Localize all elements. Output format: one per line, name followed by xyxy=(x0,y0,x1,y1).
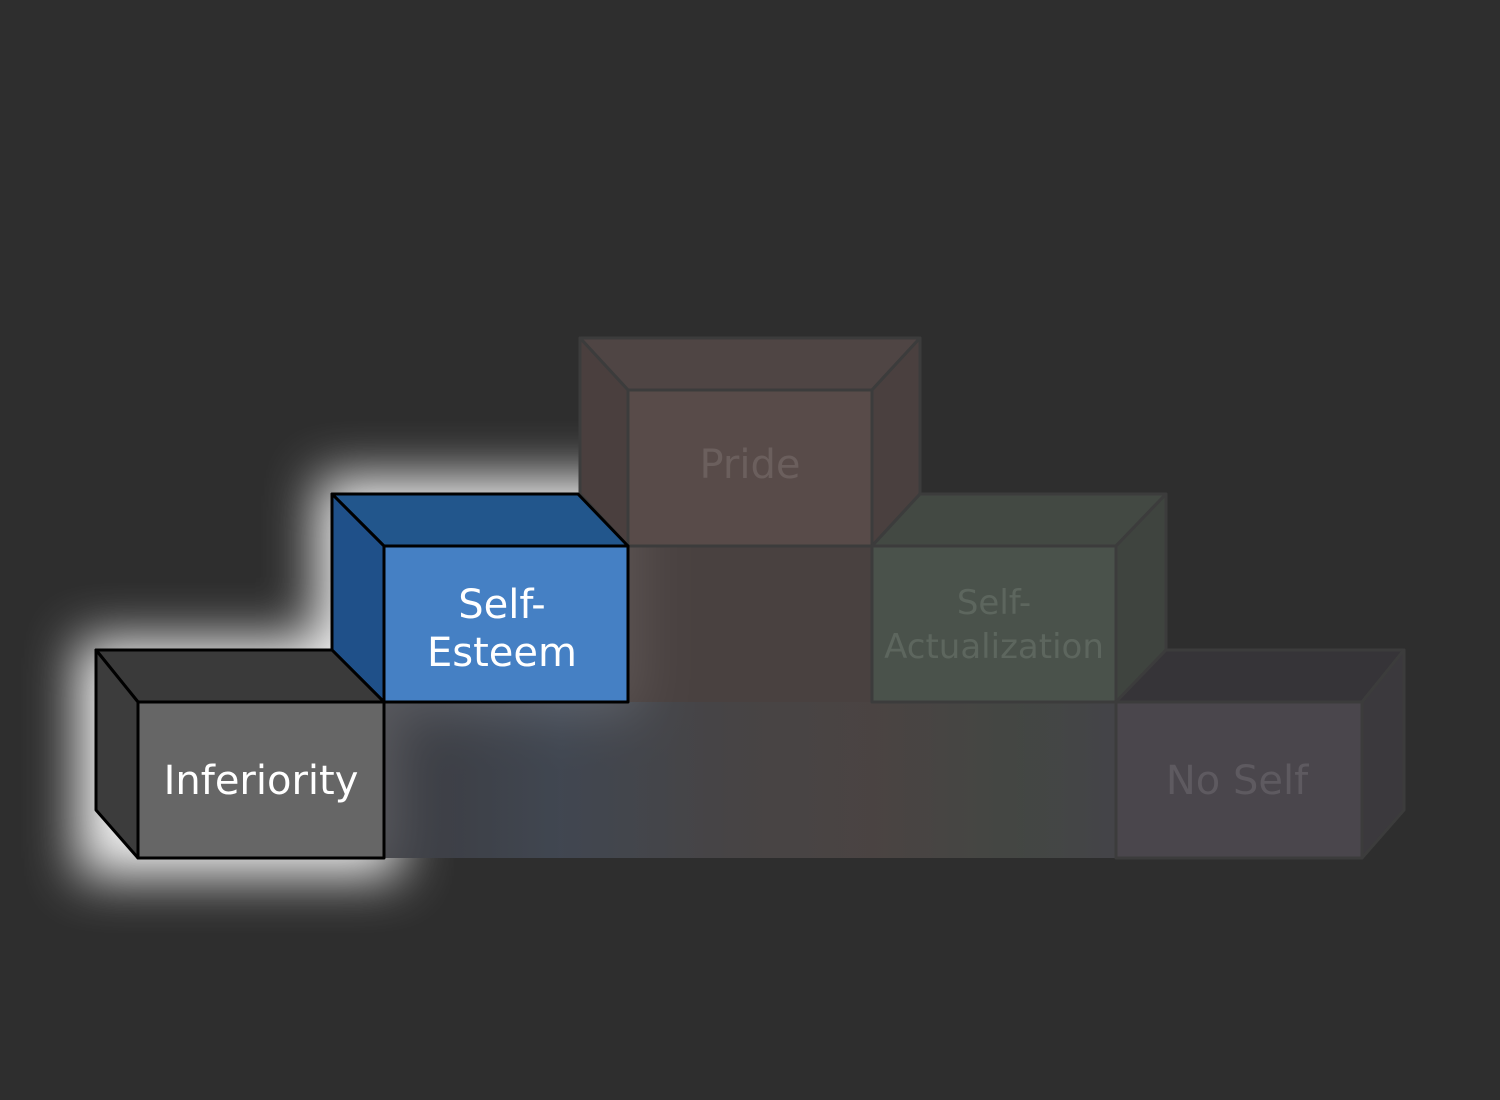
no-self-block-top xyxy=(1114,648,1406,704)
no-self-label: No Self xyxy=(1166,758,1309,804)
pride-label: Pride xyxy=(700,442,801,488)
self-actualization-block[interactable]: Self- Actualization xyxy=(870,492,1168,704)
pride-block-front xyxy=(626,388,874,548)
self-esteem-block[interactable]: Self- Esteem xyxy=(330,492,630,704)
inferiority-block-top xyxy=(94,648,386,704)
no-self-block[interactable]: No Self xyxy=(1114,648,1406,860)
pride-column xyxy=(628,546,872,702)
self-esteem-label-line2: Esteem xyxy=(427,630,577,676)
pride-block-top xyxy=(578,336,922,392)
inferiority-label: Inferiority xyxy=(164,758,359,804)
pride-block[interactable]: Pride xyxy=(578,336,922,548)
no-self-block-front xyxy=(1114,700,1364,860)
self-actualization-block-front xyxy=(870,544,1118,704)
inferiority-block[interactable]: Inferiority xyxy=(94,648,386,860)
self-actualization-label-line2: Actualization xyxy=(884,627,1104,667)
inferiority-block-front xyxy=(136,700,386,860)
self-actualization-label: Self- xyxy=(957,583,1031,623)
self-esteem-label: Self- xyxy=(458,582,545,628)
self-esteem-block-front xyxy=(382,544,630,704)
